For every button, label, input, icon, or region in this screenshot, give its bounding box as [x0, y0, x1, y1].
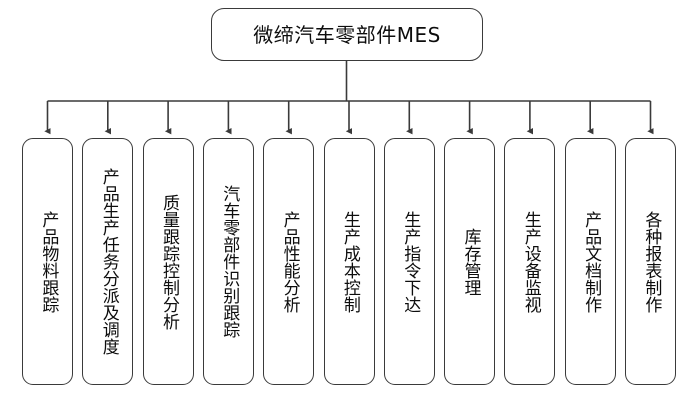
leaf-node-10[interactable]: 产品文档制作 — [564, 138, 616, 385]
leaf-node-7[interactable]: 生产指令下达 — [383, 138, 435, 385]
leaf-node-label-7: 生产指令下达 — [400, 210, 421, 313]
leaf-node-label-5: 产品性能分析 — [279, 210, 300, 313]
leaf-node-label-11: 各种报表制作 — [641, 210, 662, 313]
leaf-node-6[interactable]: 生产成本控制 — [323, 138, 375, 385]
leaf-node-4[interactable]: 汽车零部件识别跟踪 — [202, 138, 254, 385]
leaf-node-5[interactable]: 产品性能分析 — [263, 138, 315, 385]
leaf-node-label-4: 汽车零部件识别跟踪 — [219, 185, 240, 338]
leaf-node-2[interactable]: 产品生产任务分派及调度 — [82, 138, 134, 385]
leaf-node-9[interactable]: 生产设备监视 — [504, 138, 556, 385]
leaf-node-label-6: 生产成本控制 — [339, 210, 360, 313]
leaf-node-label-10: 产品文档制作 — [581, 210, 602, 313]
leaf-node-label-2: 产品生产任务分派及调度 — [98, 168, 119, 355]
leaf-node-label-1: 产品物料跟踪 — [38, 210, 59, 313]
leaf-node-3[interactable]: 质量跟踪控制分析 — [142, 138, 194, 385]
leaf-node-11[interactable]: 各种报表制作 — [625, 138, 676, 385]
leaf-node-1[interactable]: 产品物料跟踪 — [22, 138, 73, 385]
leaf-node-8[interactable]: 库存管理 — [444, 138, 496, 385]
root-node-mes[interactable]: 微缔汽车零部件MES — [211, 8, 483, 61]
root-node-label: 微缔汽车零部件MES — [253, 22, 441, 47]
leaf-node-label-9: 生产设备监视 — [520, 210, 541, 313]
leaf-node-label-3: 质量跟踪控制分析 — [159, 193, 179, 330]
leaf-node-label-8: 库存管理 — [460, 227, 481, 296]
